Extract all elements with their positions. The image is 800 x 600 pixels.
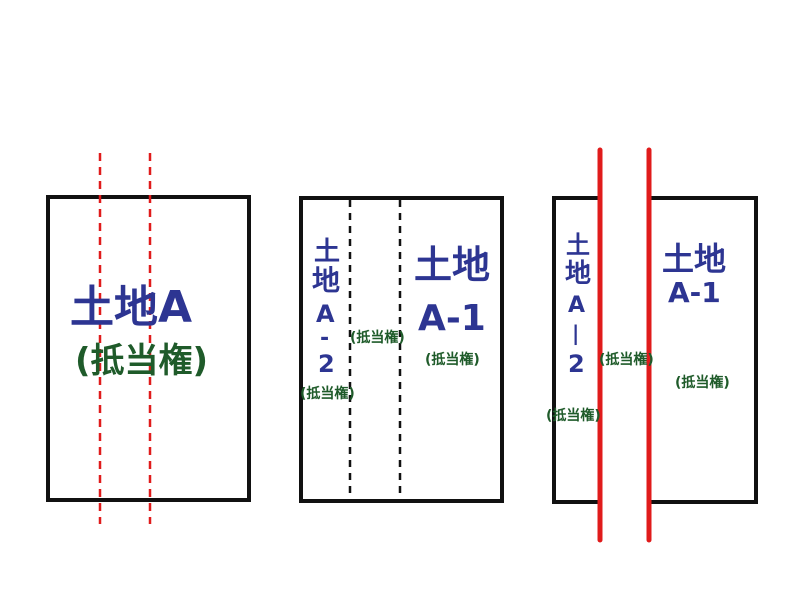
land-a-label: 土地A <box>70 282 192 333</box>
parcel-a2-char-3: A <box>316 300 335 328</box>
parcel-a2-char-1: 土 <box>314 237 340 267</box>
land-a-mortgage-label: (抵当権) <box>75 341 208 381</box>
strip-after-mortgage-label: (抵当権) <box>599 351 654 368</box>
panel-1-original-land: 土地A (抵当権) <box>46 153 251 524</box>
parcel-a2-after-char-3: A <box>568 293 585 318</box>
parcel-a2-char-2: 地 <box>312 264 340 297</box>
parcel-a2-label-after: 土 地 A | 2 <box>565 231 591 378</box>
parcel-a1-code: A-1 <box>418 298 486 339</box>
after-land-boundary <box>552 196 758 504</box>
subdivided-land-boundary <box>299 196 504 503</box>
parcel-a1-after-code: A-1 <box>668 276 721 309</box>
panel-2-subdivided-land: 土 地 A - 2 (抵当権) (抵当権) 土地 A-1 (抵当権) <box>299 196 504 503</box>
strip-gap-mask <box>602 190 647 510</box>
parcel-a1-after-mortgage-label: (抵当権) <box>675 374 730 391</box>
parcel-a2-char-4: - <box>320 326 329 351</box>
parcel-a2-after-char-1: 土 <box>566 231 590 259</box>
parcel-a2-after-char-2: 地 <box>565 259 591 289</box>
parcel-a2-after-char-5: 2 <box>568 350 585 378</box>
parcel-a1-mortgage-label: (抵当権) <box>425 351 480 368</box>
parcel-a2-char-5: 2 <box>318 350 335 378</box>
parcel-a2-after-mortgage-label: (抵当権) <box>546 407 601 424</box>
parcel-a2-mortgage-label: (抵当権) <box>300 385 355 402</box>
strip-mortgage-label: (抵当権) <box>350 329 405 346</box>
parcel-a1-label-after: 土地 A-1 <box>662 240 726 309</box>
parcel-a1-name: 土地 <box>414 243 490 287</box>
panel-3-after-subdivision: 土 地 A | 2 (抵当権) (抵当権) 土地 A-1 (抵当権) <box>546 147 758 543</box>
land-a-boundary <box>46 195 251 502</box>
parcel-a2-after-char-4: | <box>572 321 579 345</box>
parcel-a1-label: 土地 A-1 <box>414 243 490 339</box>
parcel-a1-after-name: 土地 <box>662 240 726 278</box>
parcel-a2-label: 土 地 A - 2 <box>312 237 340 378</box>
